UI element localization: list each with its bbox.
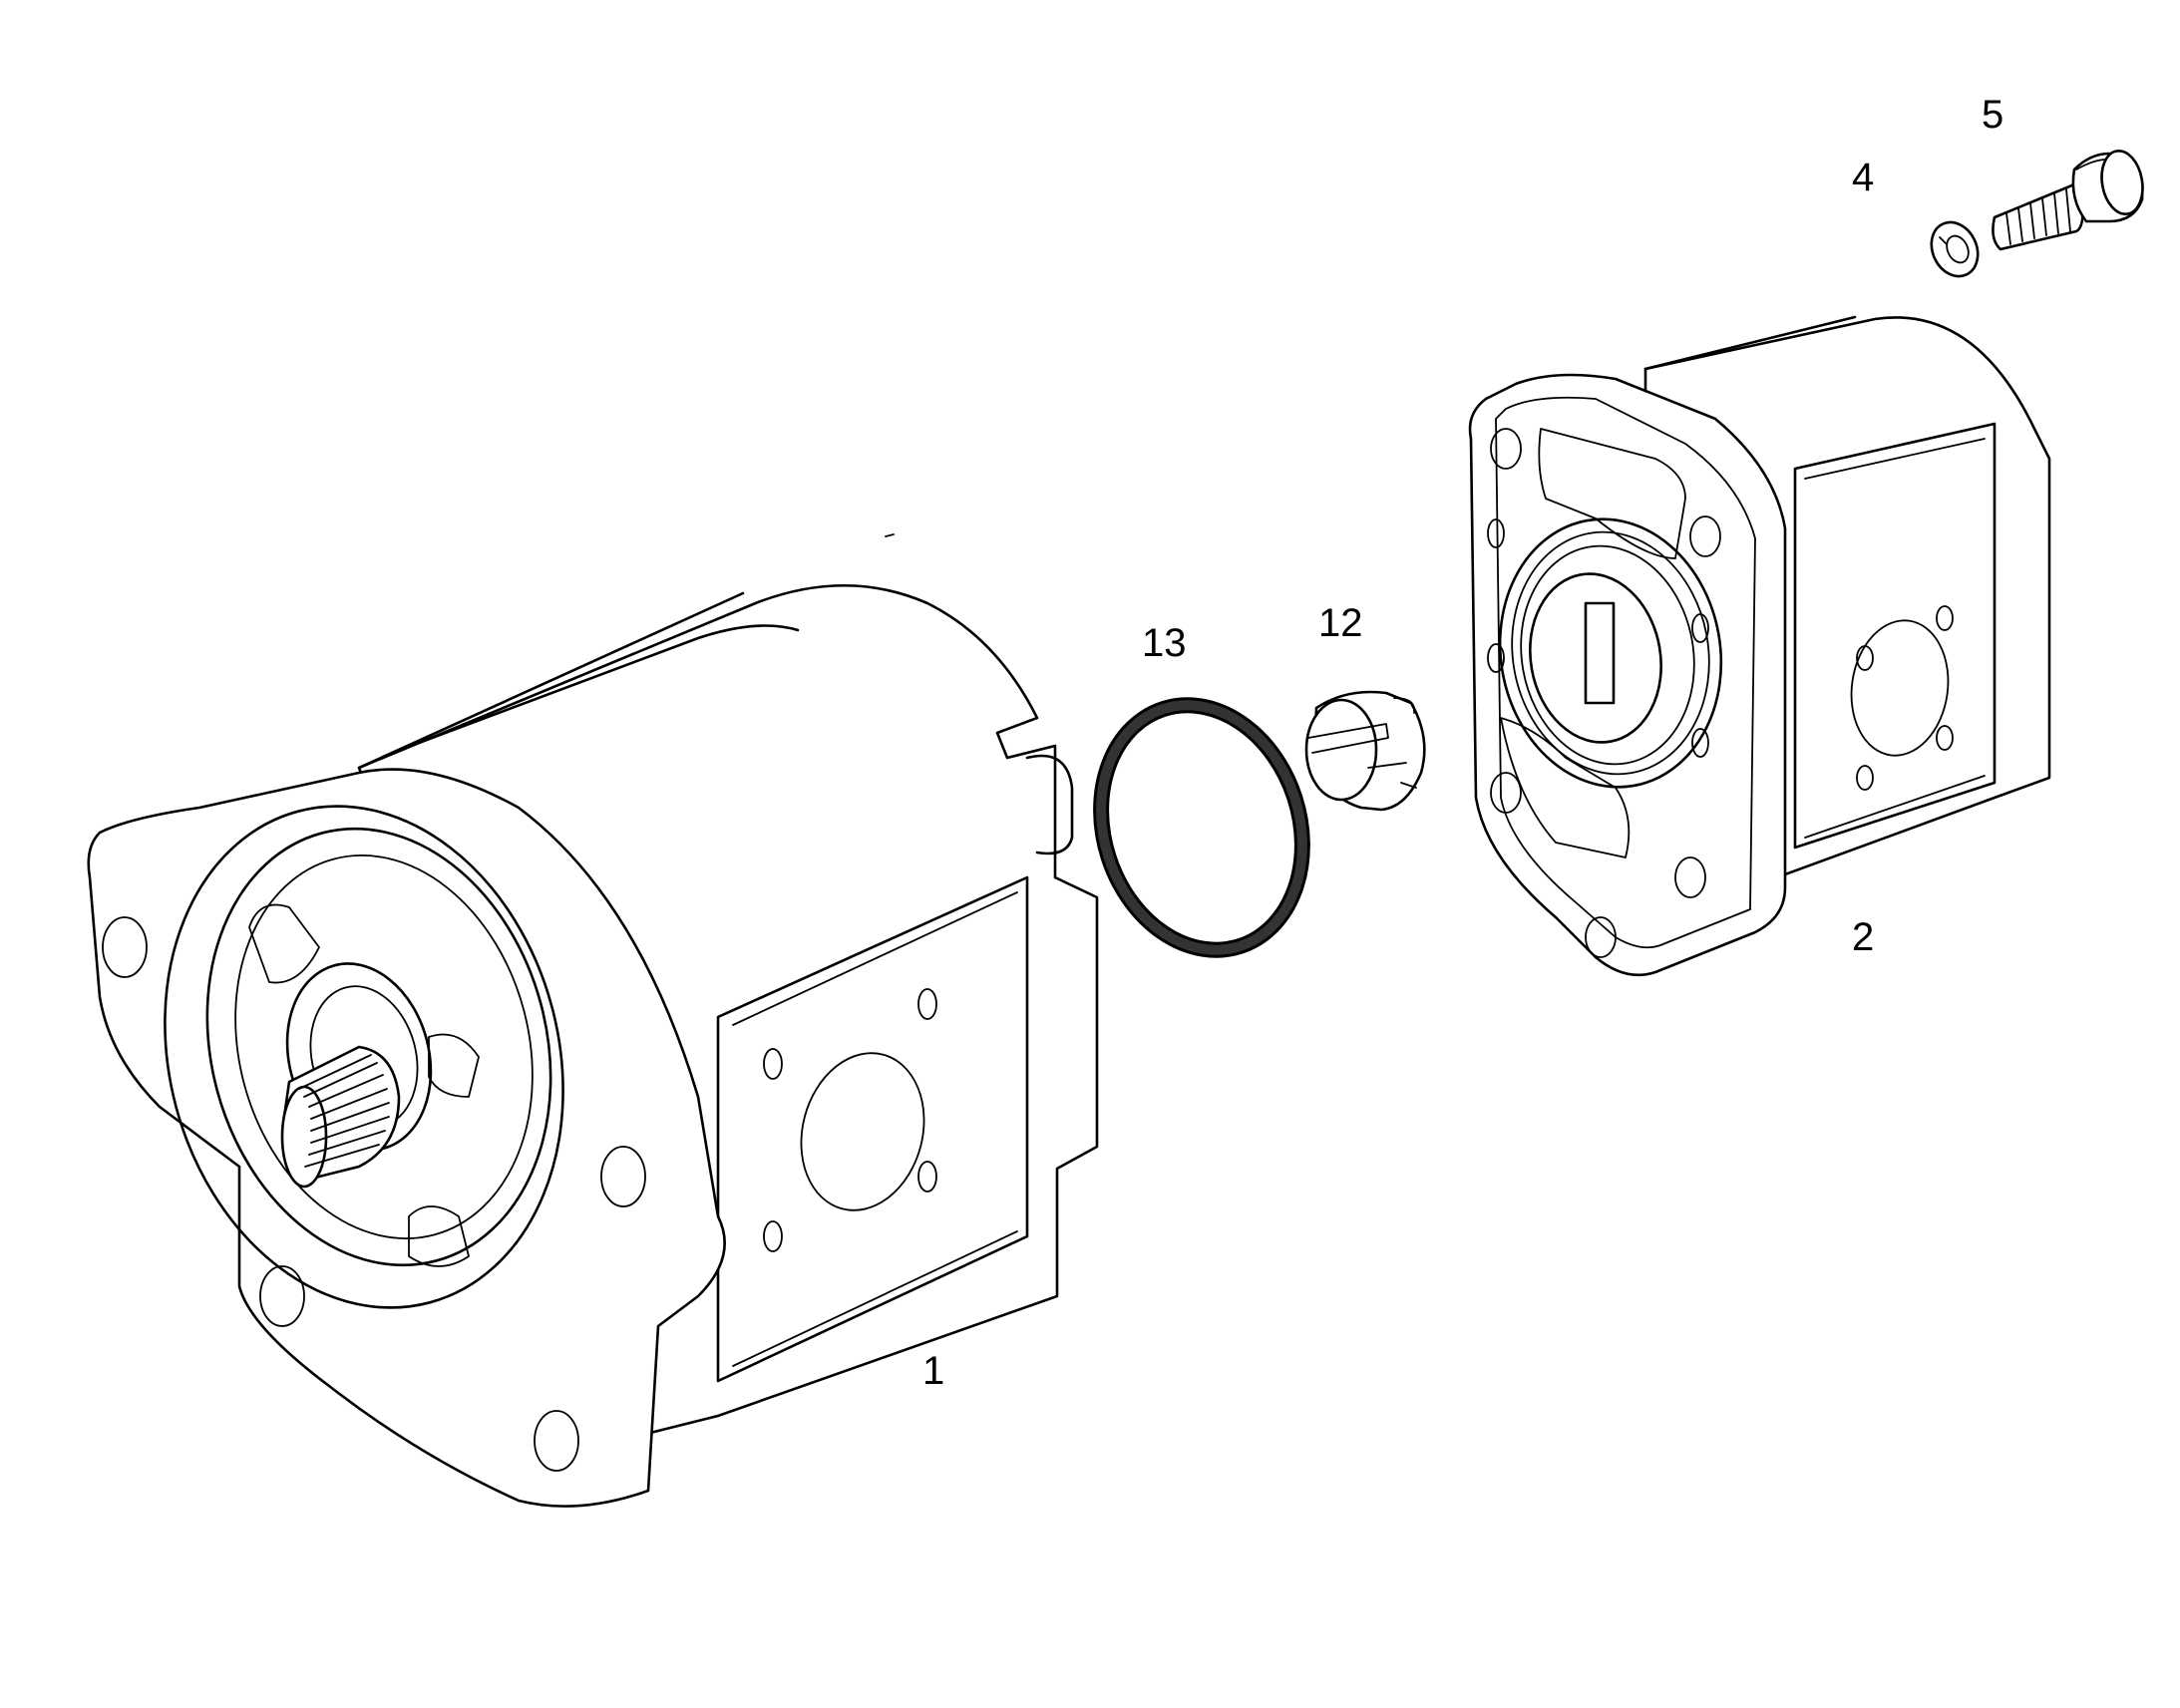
part-4-lock-washer [1930,220,1980,278]
part-13-o-ring [1093,697,1310,958]
callout-12: 12 [1318,601,1363,645]
callout-2: 2 [1852,915,1875,959]
part-1-pump-body [87,583,1099,1508]
part-2-pump-section [1468,315,2051,977]
part-5-screw [1992,149,2144,251]
part-12-coupling [1304,690,1426,812]
callout-4: 4 [1852,156,1875,199]
callout-13: 13 [1142,621,1187,665]
stray-mark [885,533,895,537]
callout-1: 1 [922,1349,945,1393]
callout-5: 5 [1982,93,2004,137]
